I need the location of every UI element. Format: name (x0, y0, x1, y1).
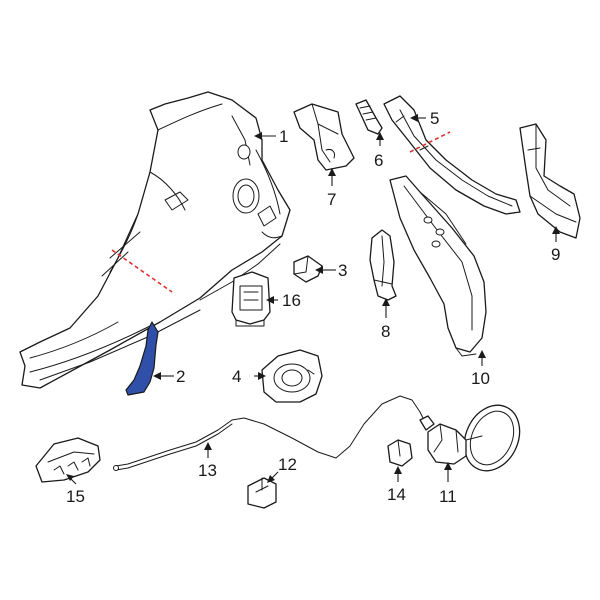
callout-2: 2 (176, 367, 185, 386)
callout-1: 1 (279, 127, 288, 146)
callout-16: 16 (282, 291, 301, 310)
callout-8: 8 (381, 322, 390, 341)
callout-13: 13 (198, 461, 217, 480)
callout-7: 7 (327, 190, 336, 209)
callout-14: 14 (387, 485, 406, 504)
callout-12: 12 (278, 455, 297, 474)
cut-line-quarter-panel (111, 249, 173, 293)
bracket-part-16 (231, 271, 271, 327)
callout-6: 6 (374, 151, 383, 170)
fuel-housing-part-4 (261, 349, 323, 403)
callout-4: 4 (232, 367, 241, 386)
clip-part-3 (293, 255, 323, 283)
bracket-part-12 (247, 477, 277, 509)
reinforcement-part-7 (293, 103, 355, 171)
extension-part-9 (519, 123, 581, 239)
bracket-part-8 (369, 229, 397, 301)
clip-part-14 (387, 439, 413, 467)
handle-part-15 (35, 437, 101, 483)
rail-part-5 (383, 95, 521, 215)
callout-5: 5 (430, 109, 439, 128)
callout-10: 10 (471, 369, 490, 388)
fuel-door-part-11 (427, 404, 521, 472)
callout-9: 9 (551, 245, 560, 264)
callout-3: 3 (338, 261, 347, 280)
callout-labels: 1 2 3 4 5 6 7 8 9 10 11 12 13 14 15 16 (66, 109, 560, 506)
highlighted-filler-part (125, 321, 159, 396)
plug-part-6 (355, 99, 383, 135)
release-cable-part-13 (113, 395, 435, 471)
callout-11: 11 (439, 487, 457, 506)
cut-line-rail (409, 131, 451, 153)
inner-panel-part-10 (389, 175, 487, 357)
quarter-panel-part (19, 91, 291, 389)
leader-lines (66, 114, 560, 485)
callout-15: 15 (66, 487, 85, 506)
